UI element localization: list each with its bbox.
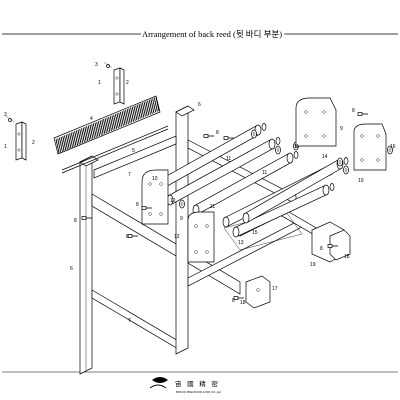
roller-end bbox=[222, 216, 230, 228]
callout-17: 17 bbox=[272, 286, 278, 292]
callout-19: 19 bbox=[310, 262, 316, 268]
bolt-head bbox=[203, 134, 209, 138]
reed-bracket-top bbox=[103, 61, 125, 105]
callout-8-e: 8 bbox=[352, 108, 355, 114]
callout-6-left: 6 bbox=[70, 266, 73, 272]
foot-bracket-18 bbox=[245, 275, 271, 309]
callout-11-a: 11 bbox=[226, 156, 231, 162]
end-bracket-19 bbox=[329, 229, 351, 261]
roller-washer bbox=[343, 157, 349, 165]
side-plate-upper-right bbox=[295, 97, 337, 147]
callout-8-c: 8 bbox=[74, 218, 77, 224]
drawing-title: Arrangement of back reed (뒷 바디 부분) bbox=[142, 29, 282, 39]
callout-10-b: 10 bbox=[358, 178, 364, 184]
bushing bbox=[251, 129, 257, 139]
brand-name: 宙 國 精 密 bbox=[175, 379, 220, 388]
callout-5: 5 bbox=[132, 148, 135, 154]
callout-8-b: 8 bbox=[136, 202, 139, 208]
brand-subtitle: BOKUK PRECISION & IND CO.,Ltd. bbox=[176, 390, 222, 394]
bushing bbox=[275, 145, 281, 155]
bushing-hole bbox=[252, 132, 256, 136]
callout-6-top: 6 bbox=[198, 102, 201, 108]
callout-11-b: 11 bbox=[262, 170, 267, 176]
callout-18-a: 18 bbox=[240, 300, 246, 306]
bushing bbox=[337, 157, 343, 167]
bushing-hole bbox=[276, 148, 280, 152]
callout-13: 13 bbox=[238, 240, 244, 246]
bushing bbox=[179, 199, 185, 209]
bushing-hole bbox=[180, 202, 184, 206]
callout-9-b: 9 bbox=[180, 216, 183, 222]
callout-2-left: 2 bbox=[32, 140, 35, 146]
company-footer: 宙 國 精 密 BOKUK PRECISION & IND CO.,Ltd. bbox=[149, 377, 222, 394]
roller-end bbox=[232, 226, 240, 238]
callout-9-a: 9 bbox=[340, 126, 343, 132]
roller-end bbox=[242, 212, 250, 224]
reed-bracket-left bbox=[5, 115, 27, 161]
callout-1-top: 1 bbox=[98, 80, 101, 86]
roller-washer bbox=[329, 183, 335, 191]
bolt-head bbox=[357, 112, 363, 116]
callout-2-top: 2 bbox=[126, 80, 129, 86]
roller-end bbox=[286, 152, 294, 164]
bolt-head bbox=[141, 206, 147, 210]
bolt-head bbox=[223, 136, 229, 140]
roller-end bbox=[268, 138, 276, 150]
callout-7-lower: 7 bbox=[128, 318, 131, 324]
bushing bbox=[343, 165, 349, 175]
side-plate-upper-left bbox=[141, 169, 169, 225]
bushing bbox=[387, 145, 393, 155]
callout-15: 15 bbox=[252, 230, 258, 236]
callout-11-d: 11 bbox=[210, 204, 215, 210]
callout-8-d: 8 bbox=[126, 234, 129, 240]
drawing-header: Arrangement of back reed (뒷 바디 부분) bbox=[2, 27, 398, 42]
bushing-hole bbox=[338, 160, 342, 164]
back-reed bbox=[53, 95, 169, 174]
callout-12-b: 12 bbox=[174, 234, 180, 240]
side-plate-lower-center bbox=[187, 211, 215, 263]
roller-end bbox=[322, 184, 330, 196]
bushing-hole bbox=[344, 168, 348, 172]
callout-16: 16 bbox=[390, 144, 396, 150]
bolts bbox=[81, 112, 368, 300]
callout-3-left: 3 bbox=[4, 112, 7, 118]
callout-10-a: 10 bbox=[152, 176, 158, 182]
callout-1-left: 1 bbox=[4, 144, 7, 150]
bolt-head bbox=[327, 244, 333, 248]
callout-7-upper: 7 bbox=[128, 172, 131, 178]
bushing-hole bbox=[388, 148, 392, 152]
callout-11-c: 11 bbox=[294, 144, 299, 150]
callout-8-g: 8 bbox=[320, 246, 323, 252]
callout-18-b: 18 bbox=[344, 254, 350, 260]
callout-12-a: 12 bbox=[170, 198, 176, 204]
roller-washer bbox=[261, 123, 267, 131]
callout-8-a: 8 bbox=[216, 130, 219, 136]
roller-washer bbox=[293, 151, 299, 159]
company-logo-icon bbox=[149, 377, 168, 389]
callout-8-f: 8 bbox=[232, 298, 235, 304]
callout-4: 4 bbox=[90, 116, 93, 122]
callout-14: 14 bbox=[322, 154, 328, 160]
bolt-head bbox=[81, 216, 87, 220]
callout-labels: 3 1 2 3 1 2 4 5 6 6 7 7 8 8 8 8 8 8 8 9 … bbox=[4, 62, 396, 324]
roller-washer bbox=[275, 137, 281, 145]
callout-3-top: 3 bbox=[95, 62, 98, 68]
side-plate-far-right bbox=[353, 123, 387, 171]
